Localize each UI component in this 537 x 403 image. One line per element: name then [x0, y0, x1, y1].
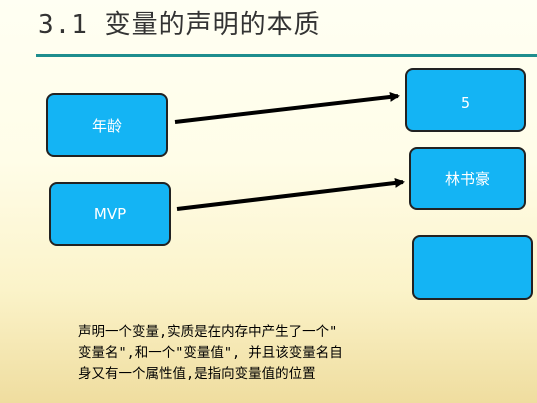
arrow-mvp-to-name — [176, 177, 405, 211]
description-line-2: 变量名",和一个"变量值", 并且该变量名自 — [78, 345, 343, 361]
slide-title: 3.1 变量的声明的本质 — [38, 10, 321, 40]
description-line-3: 身又有一个属性值,是指向变量值的位置 — [78, 366, 316, 382]
empty-value-box — [412, 235, 533, 300]
variable-name-box-mvp: MVP — [49, 182, 171, 246]
variable-name-label-age: 年龄 — [91, 116, 122, 135]
variable-value-label-five: 5 — [460, 94, 471, 112]
description-text: 声明一个变量,实质是在内存中产生了一个" 变量名",和一个"变量值", 并且该变… — [78, 322, 478, 385]
variable-name-label-mvp: MVP — [93, 205, 127, 223]
variable-value-box-name: 林书豪 — [409, 147, 526, 210]
title-divider — [36, 54, 537, 57]
arrow-age-to-five — [174, 91, 400, 124]
variable-value-box-five: 5 — [405, 68, 526, 132]
variable-value-label-name: 林书豪 — [444, 170, 490, 188]
description-line-1: 声明一个变量,实质是在内存中产生了一个" — [78, 324, 338, 340]
variable-name-box-age: 年龄 — [46, 93, 168, 157]
